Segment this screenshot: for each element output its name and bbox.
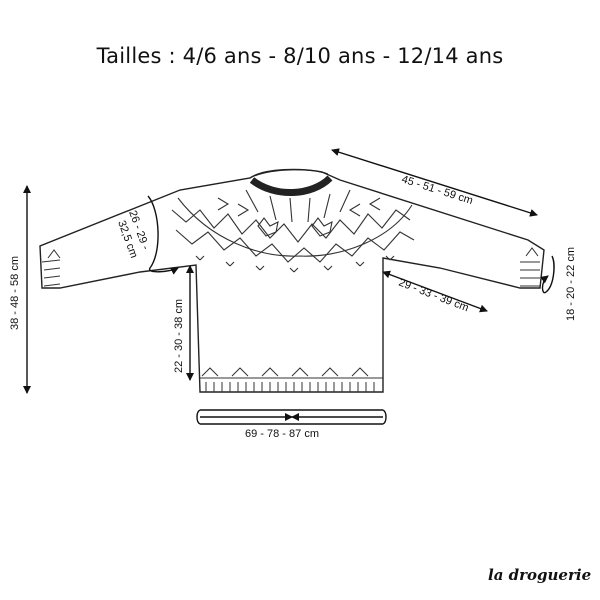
cuff-ribbing <box>41 247 540 287</box>
label-cuff: 18 - 20 - 22 cm <box>565 247 577 321</box>
yoke-pattern <box>171 189 415 273</box>
brand-logo: la droguerie <box>488 566 592 584</box>
sizes-title: Tailles : 4/6 ans - 8/10 ans - 12/14 ans <box>96 44 504 68</box>
label-body-length: 22 - 30 - 38 cm <box>173 299 185 373</box>
dimension-arrows <box>23 148 555 425</box>
label-sleeve-underarm: 29 - 33 - 39 cm <box>397 277 470 315</box>
label-total-length: 38 - 48 - 58 cm <box>9 256 21 330</box>
label-hem: 69 - 78 - 87 cm <box>245 428 319 440</box>
neckband <box>249 175 333 196</box>
hem-ribbing <box>200 367 383 392</box>
